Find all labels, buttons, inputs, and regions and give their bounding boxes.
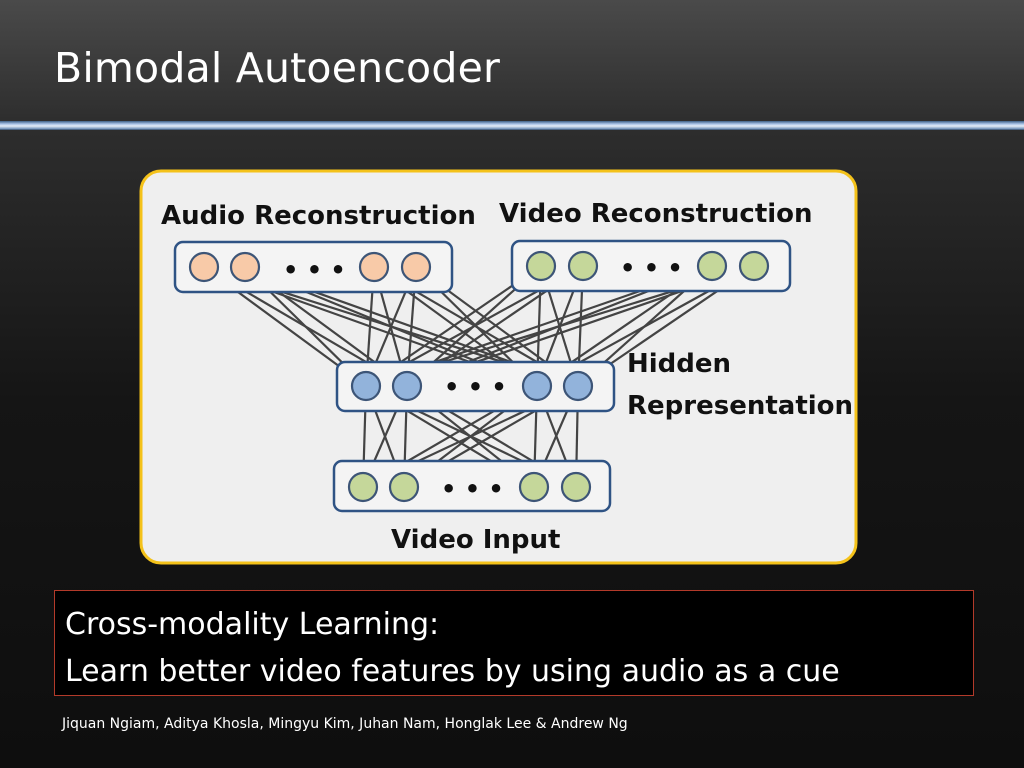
arrow-icon xyxy=(543,279,576,375)
hidden-neuron-icon xyxy=(391,370,423,402)
neuron-nodes xyxy=(188,250,770,503)
video-recon-neuron-icon xyxy=(567,250,599,282)
arrow-icon xyxy=(365,280,378,375)
hidden-representation-label-line1: Hidden xyxy=(627,349,731,379)
hidden-neuron-icon xyxy=(350,370,382,402)
hidden-neuron-icon xyxy=(562,370,594,402)
video-input-neuron-icon xyxy=(560,471,592,503)
video-input-ellipsis: • • • xyxy=(441,475,504,503)
arrow-icon xyxy=(535,279,546,375)
video-input-neuron-icon xyxy=(388,471,420,503)
hidden-ellipsis: • • • xyxy=(444,373,507,401)
cross-modality-callout: Cross-modality Learning: Learn better vi… xyxy=(54,590,974,696)
authors-footer: Jiquan Ngiam, Aditya Khosla, Mingyu Kim,… xyxy=(62,716,628,732)
audio-ellipsis: • • • xyxy=(283,256,346,284)
slide-title: Bimodal Autoencoder xyxy=(54,44,501,92)
video-recon-neuron-icon xyxy=(525,250,557,282)
audio-reconstruction-label: Audio Reconstruction xyxy=(161,201,476,231)
video-reconstruction-label: Video Reconstruction xyxy=(499,199,813,229)
video-recon-ellipsis: • • • xyxy=(620,254,683,282)
video-input-neuron-icon xyxy=(518,471,550,503)
video-input-neuron-icon xyxy=(347,471,379,503)
arrow-icon xyxy=(577,279,587,375)
hidden-representation-label-line2: Representation xyxy=(627,391,853,421)
audio-neuron-icon xyxy=(358,251,390,283)
video-recon-neuron-icon xyxy=(696,250,728,282)
video-recon-neuron-icon xyxy=(738,250,770,282)
video-input-label: Video Input xyxy=(391,525,560,555)
hidden-neuron-icon xyxy=(521,370,553,402)
audio-neuron-icon xyxy=(188,251,220,283)
audio-neuron-icon xyxy=(229,251,261,283)
callout-line-2: Learn better video features by using aud… xyxy=(65,654,840,689)
arrow-icon xyxy=(375,280,405,375)
title-divider xyxy=(0,121,1024,130)
callout-line-1: Cross-modality Learning: xyxy=(65,607,440,642)
audio-neuron-icon xyxy=(400,251,432,283)
